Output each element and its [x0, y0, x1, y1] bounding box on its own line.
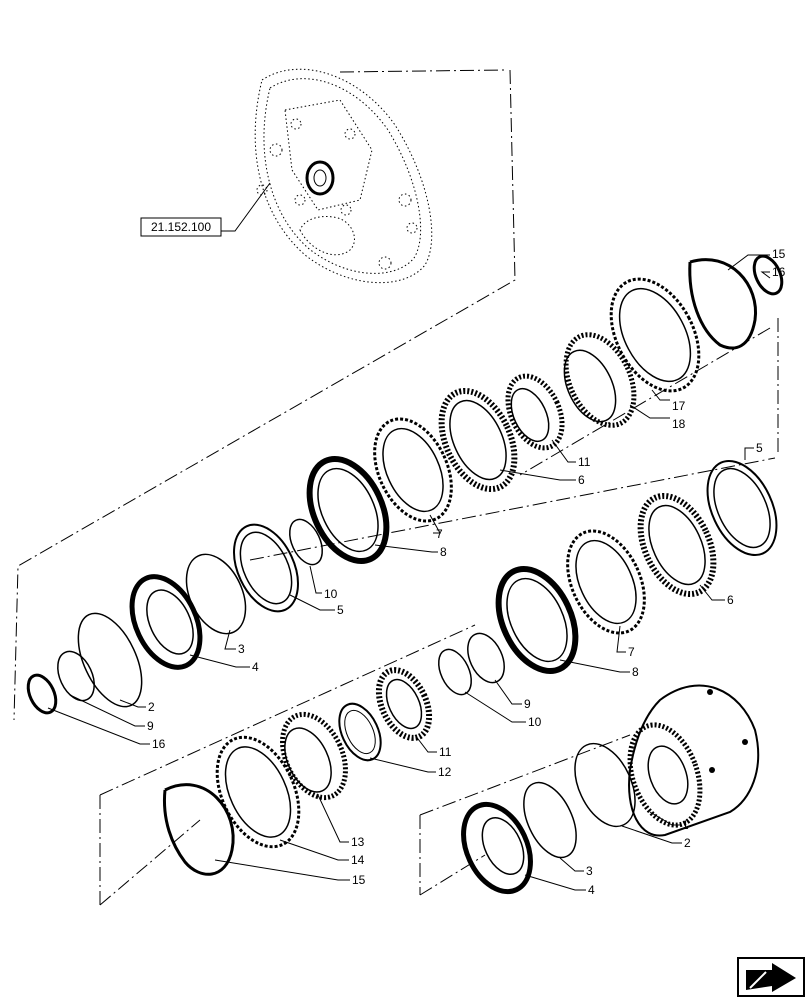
callout-11: 11	[578, 455, 591, 469]
callout-4-lower: 4	[588, 883, 595, 897]
steel-disc-7	[373, 417, 453, 523]
leader-lines	[47, 254, 771, 891]
callout-12: 12	[438, 765, 452, 779]
callout-8: 8	[440, 545, 447, 559]
snap-ring-16	[26, 673, 58, 715]
callout-7: 7	[436, 527, 443, 541]
drum-13	[280, 711, 348, 801]
callout-11-lower: 11	[439, 745, 452, 759]
steel-disc-7-lower	[566, 529, 646, 635]
callout-2: 2	[148, 700, 155, 714]
callout-9-lower: 9	[524, 697, 531, 711]
callout-6-lower: 6	[727, 593, 734, 607]
disc-pack-8	[306, 455, 390, 565]
hub-11	[505, 373, 565, 451]
callout-18: 18	[672, 417, 686, 431]
ring-16	[752, 254, 784, 296]
disc-pack-8-lower	[495, 565, 579, 675]
callout-1: 1	[682, 818, 689, 832]
ring-2-lower	[574, 742, 636, 828]
assembly-boundaries	[13, 69, 779, 906]
piston-4-lower	[461, 801, 533, 895]
reference-label: 21.152.100	[151, 220, 211, 234]
callout-10: 10	[324, 587, 338, 601]
callout-10-lower: 10	[528, 715, 542, 729]
hub-11-lower	[375, 667, 433, 741]
callout-9: 9	[147, 719, 154, 733]
callout-16-lower: 16	[152, 737, 166, 751]
drum-18	[563, 332, 637, 428]
ring-12	[338, 702, 382, 762]
ring-2	[77, 612, 143, 708]
disc-17	[609, 277, 701, 393]
reference-box[interactable]: 21.152.100	[140, 182, 271, 237]
callout-2-lower: 2	[684, 836, 691, 850]
callout-15: 15	[772, 247, 786, 261]
callout-3-lower: 3	[586, 864, 593, 878]
callout-7-lower: 7	[628, 645, 635, 659]
ring-10	[289, 518, 323, 566]
ring-3-lower	[523, 781, 577, 859]
ring-9-lower	[467, 632, 505, 684]
ring-3	[185, 553, 247, 635]
callout-3: 3	[238, 642, 245, 656]
ring-10-lower	[438, 648, 472, 696]
upper-parts	[26, 254, 784, 715]
callout-6: 6	[578, 473, 585, 487]
callouts: 15 16 17 18 11 6 7 8 10 5 3 4 2 9 16 5 6…	[147, 247, 786, 897]
friction-disc-6	[438, 387, 518, 493]
disc-14	[215, 735, 301, 849]
reference-housing-outline	[254, 68, 433, 284]
piston-4	[129, 574, 203, 670]
next-page-arrow-icon[interactable]	[737, 957, 805, 997]
callout-17: 17	[672, 399, 686, 413]
callout-15-lower: 15	[352, 873, 366, 887]
callout-13: 13	[351, 835, 365, 849]
ring-9	[57, 650, 95, 702]
callout-5: 5	[337, 603, 344, 617]
lower-parts	[162, 459, 778, 895]
friction-disc-6-lower	[637, 492, 717, 598]
callout-8-lower: 8	[632, 665, 639, 679]
callout-14: 14	[351, 853, 365, 867]
snap-ring-15	[688, 258, 758, 350]
callout-5-lower: 5	[756, 441, 763, 455]
plate-5-lower	[706, 459, 778, 557]
callout-4: 4	[252, 660, 259, 674]
callout-16: 16	[772, 265, 786, 279]
housing-1	[628, 684, 760, 837]
plate-5	[233, 523, 299, 613]
snap-ring-15-lower	[162, 783, 235, 876]
